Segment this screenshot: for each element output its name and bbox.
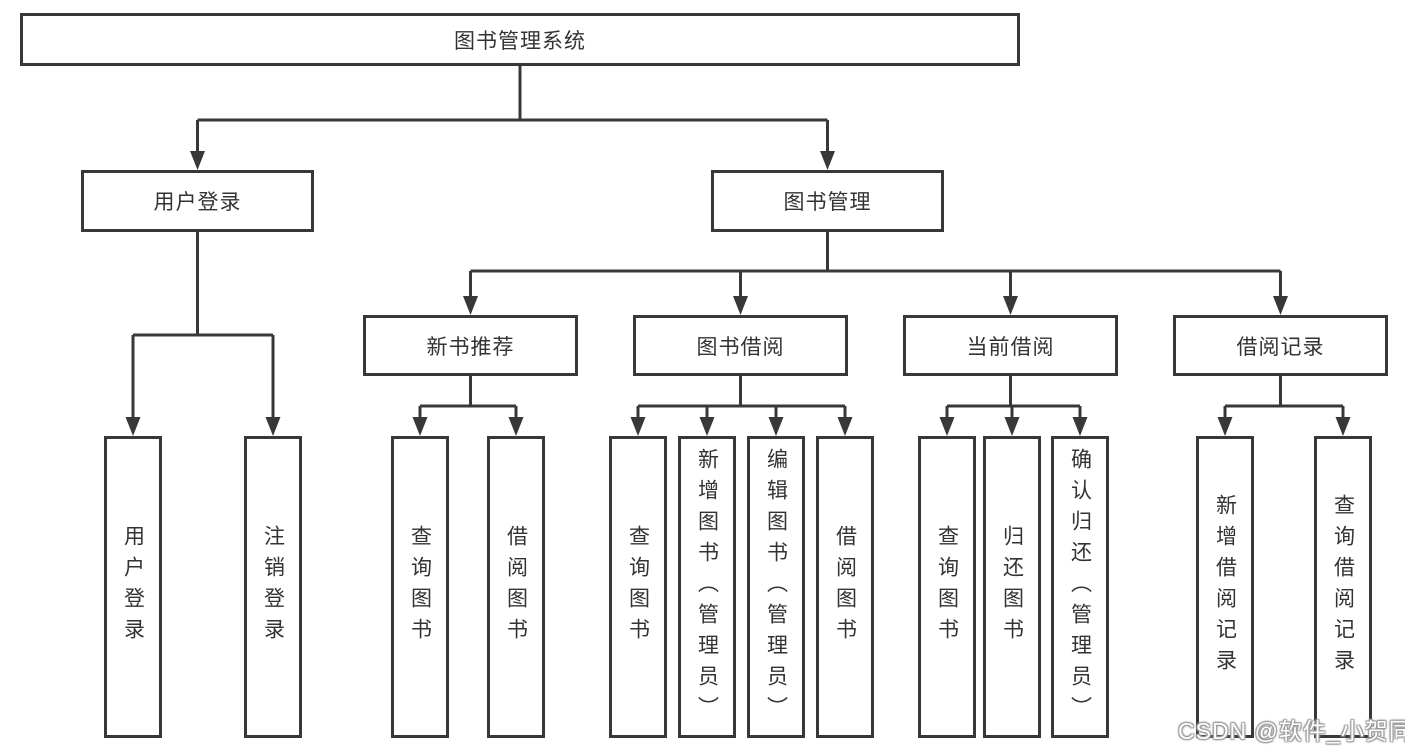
tree-edges <box>131 66 1345 419</box>
arrow-down-icon <box>463 296 478 315</box>
leaf-query-book-current: 查询图书 <box>918 436 976 738</box>
leaf-edit-book-admin: 编辑图书（管理员） <box>747 436 805 738</box>
arrow-down-icon <box>1217 417 1233 436</box>
arrow-down-icon <box>1072 417 1088 436</box>
arrow-down-icon <box>190 151 205 170</box>
arrow-down-icon <box>939 417 955 436</box>
arrow-down-icon <box>768 417 784 436</box>
leaf-add-book-admin: 新增图书（管理员） <box>678 436 736 738</box>
leaf-borrow-book-recommend: 借阅图书 <box>487 436 545 738</box>
node-root: 图书管理系统 <box>20 13 1020 66</box>
arrow-down-icon <box>1003 296 1018 315</box>
arrow-down-icon <box>125 417 141 436</box>
leaf-user-login: 用户登录 <box>104 436 162 738</box>
arrow-down-icon <box>1273 296 1288 315</box>
arrow-down-icon <box>820 151 835 170</box>
leaf-confirm-return-admin: 确认归还（管理员） <box>1051 436 1109 738</box>
arrow-down-icon <box>1004 417 1020 436</box>
node-current-borrow: 当前借阅 <box>903 315 1118 376</box>
arrow-down-icon <box>265 417 281 436</box>
leaf-query-book-borrow: 查询图书 <box>609 436 667 738</box>
arrow-down-icon <box>837 417 853 436</box>
node-user-login: 用户登录 <box>81 170 314 232</box>
arrow-down-icon <box>1335 417 1351 436</box>
leaf-query-book-recommend: 查询图书 <box>391 436 449 738</box>
leaf-logout: 注销登录 <box>244 436 302 738</box>
arrow-down-icon <box>508 417 524 436</box>
arrow-down-icon <box>699 417 715 436</box>
arrow-down-icon <box>733 296 748 315</box>
leaf-return-book: 归还图书 <box>983 436 1041 738</box>
node-borrow-record: 借阅记录 <box>1173 315 1388 376</box>
arrow-down-icon <box>412 417 428 436</box>
arrowheads <box>125 151 1351 436</box>
csdn-watermark: CSDN @软件_小贺同学 <box>1178 718 1405 744</box>
node-book-management: 图书管理 <box>711 170 944 232</box>
node-book-borrow: 图书借阅 <box>633 315 848 376</box>
leaf-borrow-book: 借阅图书 <box>816 436 874 738</box>
leaf-query-borrow-record: 查询借阅记录 <box>1314 436 1372 738</box>
arrow-down-icon <box>630 417 646 436</box>
leaf-add-borrow-record: 新增借阅记录 <box>1196 436 1254 738</box>
node-new-book-recommend: 新书推荐 <box>363 315 578 376</box>
